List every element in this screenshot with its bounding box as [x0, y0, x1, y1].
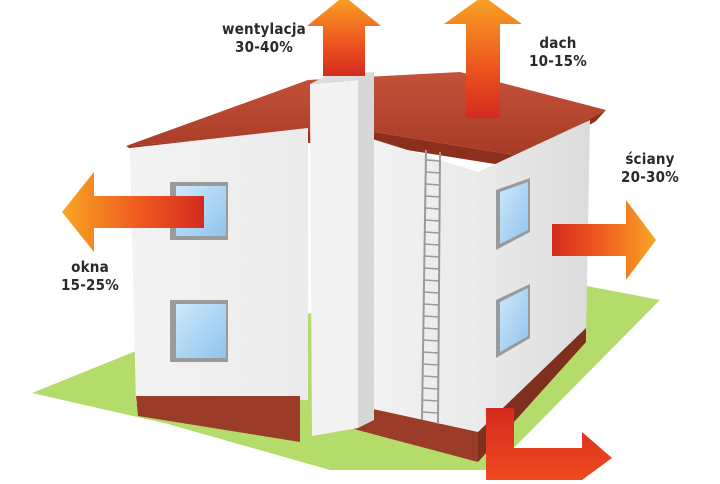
- ladder-rung: [425, 159, 440, 162]
- front-wall: [130, 128, 308, 404]
- ladder-rung: [424, 267, 440, 270]
- ladder-rung: [422, 351, 439, 354]
- ladder: [421, 149, 441, 425]
- window-side-lower: [496, 284, 530, 358]
- roof-arrow: [444, 0, 522, 118]
- ladder-rung: [423, 291, 440, 294]
- window-front-lower: [170, 300, 228, 362]
- ladder-rung: [424, 243, 440, 246]
- floor-arrow: [486, 408, 612, 480]
- ladder-rung: [425, 183, 440, 186]
- ventilation-arrow: [307, 0, 381, 76]
- windows-arrow: [62, 172, 204, 252]
- roof-label: dach 10-15%: [518, 34, 598, 70]
- ladder-rung: [424, 279, 440, 282]
- window-side-upper: [496, 178, 530, 250]
- ladder-rung: [423, 327, 439, 330]
- ladder-rung: [425, 195, 440, 198]
- windows-name: okna: [71, 258, 109, 276]
- ladder-rung: [423, 339, 439, 342]
- ventilation-range: 30-40%: [235, 38, 293, 56]
- ladder-rung: [424, 255, 440, 258]
- roof-name: dach: [539, 34, 577, 52]
- chimney: [310, 72, 374, 436]
- ventilation-label: wentylacja 30-40%: [214, 20, 314, 56]
- walls-arrow: [552, 200, 656, 280]
- walls-name: ściany: [625, 150, 675, 168]
- windows-label: okna 15-25%: [50, 258, 130, 294]
- walls-range: 20-30%: [621, 168, 679, 186]
- ladder-rung: [422, 399, 439, 402]
- windows-range: 15-25%: [61, 276, 119, 294]
- ladder-rung: [423, 315, 439, 318]
- ladder-rung: [422, 363, 439, 366]
- ladder-rung: [424, 231, 440, 234]
- ladder-rung: [422, 375, 439, 378]
- ladder-rung: [423, 303, 439, 306]
- roof-range: 10-15%: [529, 52, 587, 70]
- ladder-rung: [422, 387, 439, 390]
- ladder-rung: [425, 171, 440, 174]
- walls-label: ściany 20-30%: [608, 150, 692, 186]
- ladder-rung: [424, 219, 440, 222]
- ventilation-name: wentylacja: [222, 20, 306, 38]
- ladder-rung: [422, 411, 439, 414]
- ladder-rung: [425, 207, 440, 210]
